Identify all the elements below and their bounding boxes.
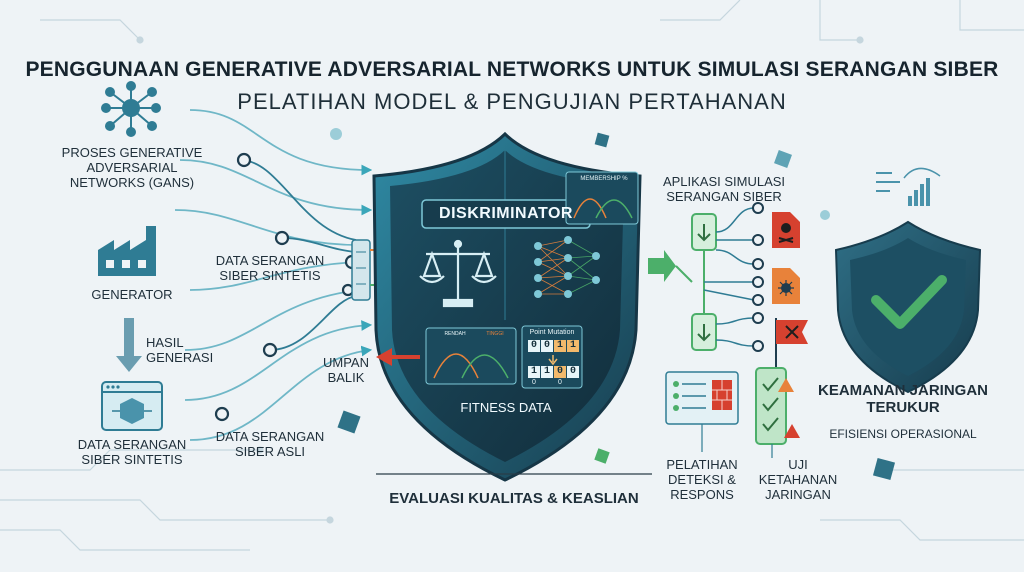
simulation-app-panel [675, 213, 717, 351]
page-title: PENGGUNAAN GENERATIVE ADVERSARIAL NETWOR… [25, 58, 999, 81]
detection-training-label: PELATIHAN DETEKSI & RESPONS [666, 457, 738, 502]
balance-scale-icon [419, 239, 497, 308]
distribution-lines [703, 207, 755, 347]
fitness-chart-right-label: TINGGI [486, 331, 504, 337]
bit: 0 [570, 366, 577, 377]
dashboard-graphic [876, 167, 941, 206]
data-window-icon [101, 381, 163, 431]
bit: 1 [544, 366, 551, 377]
warning-flag-icon [775, 318, 808, 368]
real-data-label: DATA SERANGAN SIBER ASLI [215, 429, 325, 459]
bits-bottom-row: 1 1 0 0 [528, 366, 580, 378]
discriminator-label: DISKRIMINATOR [439, 205, 573, 222]
circuit-background [0, 0, 1024, 551]
discriminator-nodes [534, 236, 600, 298]
generated-output-label: HASIL GENERASI [146, 335, 214, 365]
neural-network-icon [101, 81, 161, 137]
feedback-label: UMPAN BALIK [323, 355, 369, 385]
evaluation-label: EVALUASI KUALITAS & KEASLIAN [389, 490, 639, 507]
security-label: KEAMANAN JARINGAN TERUKUR [817, 382, 988, 417]
bit-marks-row: 0 0 [528, 379, 580, 389]
bits-top-row: 0 0 1 1 [528, 340, 580, 352]
resilience-clipboard-icon [755, 367, 800, 458]
bit: 0 [557, 366, 564, 377]
membership-label: MEMBERSHIP % [580, 176, 628, 182]
bit: 1 [531, 366, 538, 377]
app-simulation-label: APLIKASI SIMULASI SERANGAN SIBER [662, 174, 786, 204]
point-mutation-panel [521, 325, 583, 389]
bit: 0 [531, 340, 538, 351]
security-shield-icon [834, 220, 982, 394]
membership-chart [565, 171, 639, 225]
fitness-chart-left-label: RENDAH [444, 331, 466, 337]
fitness-chart [425, 327, 517, 385]
down-arrow [116, 318, 142, 372]
bit-mark: 0 [558, 379, 562, 386]
efficiency-label: EFISIENSI OPERASIONAL [829, 427, 977, 441]
decorative-cubes [330, 128, 896, 481]
synthetic-data-middle-label: DATA SERANGAN SIBER SINTETIS [215, 253, 325, 283]
bit: 1 [570, 340, 577, 351]
gan-process-label: PROSES GENERATIVE ADVERSARIAL NETWORKS (… [61, 145, 203, 190]
skull-file-icon [772, 212, 800, 248]
bit: 0 [544, 340, 551, 351]
bit-mark: 0 [532, 379, 536, 386]
generator-label: GENERATOR [91, 287, 173, 302]
page-subtitle: PELATIHAN MODEL & PENGUJIAN PERTAHANAN [237, 89, 787, 114]
virus-file-icon [772, 268, 800, 304]
factory-icon [98, 226, 156, 276]
feedback-arrow [376, 348, 420, 366]
detection-checklist-icon [665, 371, 739, 452]
bit: 1 [557, 340, 564, 351]
synthetic-data-left-label: DATA SERANGAN SIBER SINTETIS [77, 437, 187, 467]
output-arrows [648, 250, 676, 282]
input-flow-lines [174, 109, 373, 441]
resilience-test-label: UJI KETAHANAN JARINGAN [758, 457, 838, 502]
point-mutation-label: Point Mutation [529, 329, 575, 336]
fitness-data-label: FITNESS DATA [460, 400, 552, 415]
discriminator-network-icon [537, 239, 597, 295]
distribution-nodes [752, 202, 764, 352]
